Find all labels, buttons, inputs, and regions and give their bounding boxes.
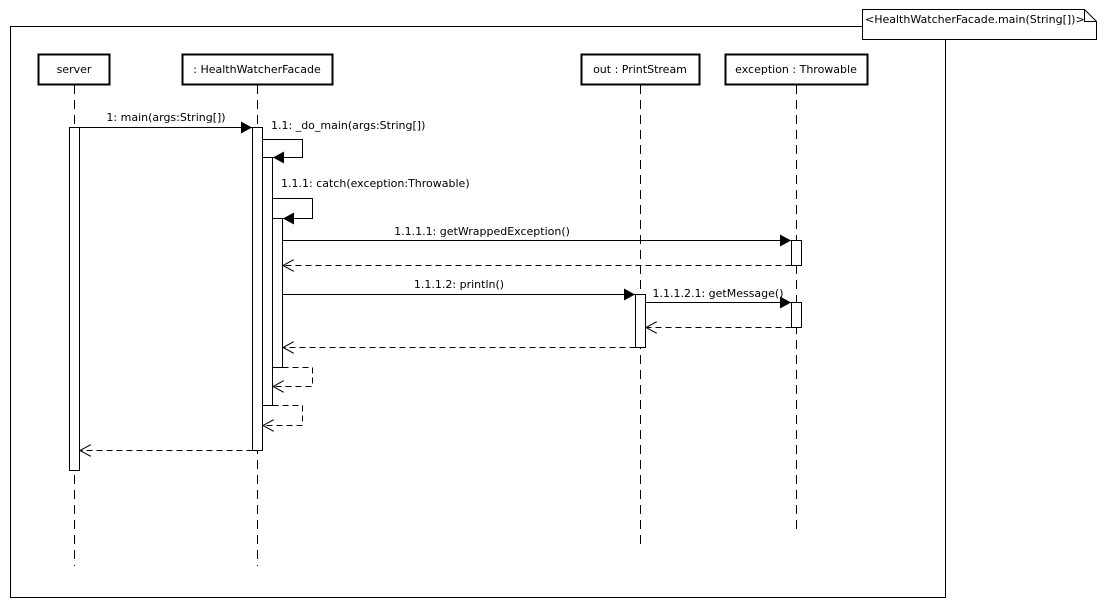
activation-printstream	[635, 294, 646, 348]
activation-facade-do-main	[262, 157, 273, 406]
lifeline-box-printstream[interactable]: out : PrintStream	[580, 53, 701, 86]
frame-tag-note: <HealthWatcherFacade.main(String[])>	[862, 9, 1097, 40]
activation-server	[69, 127, 80, 471]
message-arrow-do-main	[262, 139, 303, 164]
lifeline-label-server: server	[57, 63, 92, 76]
activation-facade-main	[252, 127, 263, 451]
message-label-println: 1.1.1.2: println()	[414, 278, 504, 291]
return-arrow-catch	[273, 367, 313, 387]
message-label-get-message: 1.1.1.2.1: getMessage()	[652, 287, 783, 300]
lifeline-box-server[interactable]: server	[37, 53, 111, 86]
lifeline-box-facade[interactable]: : HealthWatcherFacade	[181, 53, 334, 86]
message-label-get-wrapped-exception: 1.1.1.1: getWrappedException()	[394, 225, 570, 238]
activation-throwable-2	[791, 302, 802, 328]
message-arrow-catch	[272, 198, 313, 225]
message-label-catch: 1.1.1: catch(exception:Throwable)	[281, 177, 470, 190]
lifeline-label-facade: : HealthWatcherFacade	[193, 63, 321, 76]
activation-throwable-1	[791, 240, 802, 266]
frame-tag-label: <HealthWatcherFacade.main(String[])>	[865, 13, 1085, 26]
return-arrow-do-main	[263, 405, 303, 426]
message-label-main: 1: main(args:String[])	[106, 111, 225, 124]
message-label-do-main: 1.1: _do_main(args:String[])	[271, 119, 425, 132]
activation-facade-catch	[272, 218, 283, 368]
lifeline-box-throwable[interactable]: exception : Throwable	[724, 53, 869, 86]
diagram-frame	[10, 26, 946, 598]
lifeline-label-printstream: out : PrintStream	[593, 63, 687, 76]
lifeline-label-throwable: exception : Throwable	[735, 63, 857, 76]
